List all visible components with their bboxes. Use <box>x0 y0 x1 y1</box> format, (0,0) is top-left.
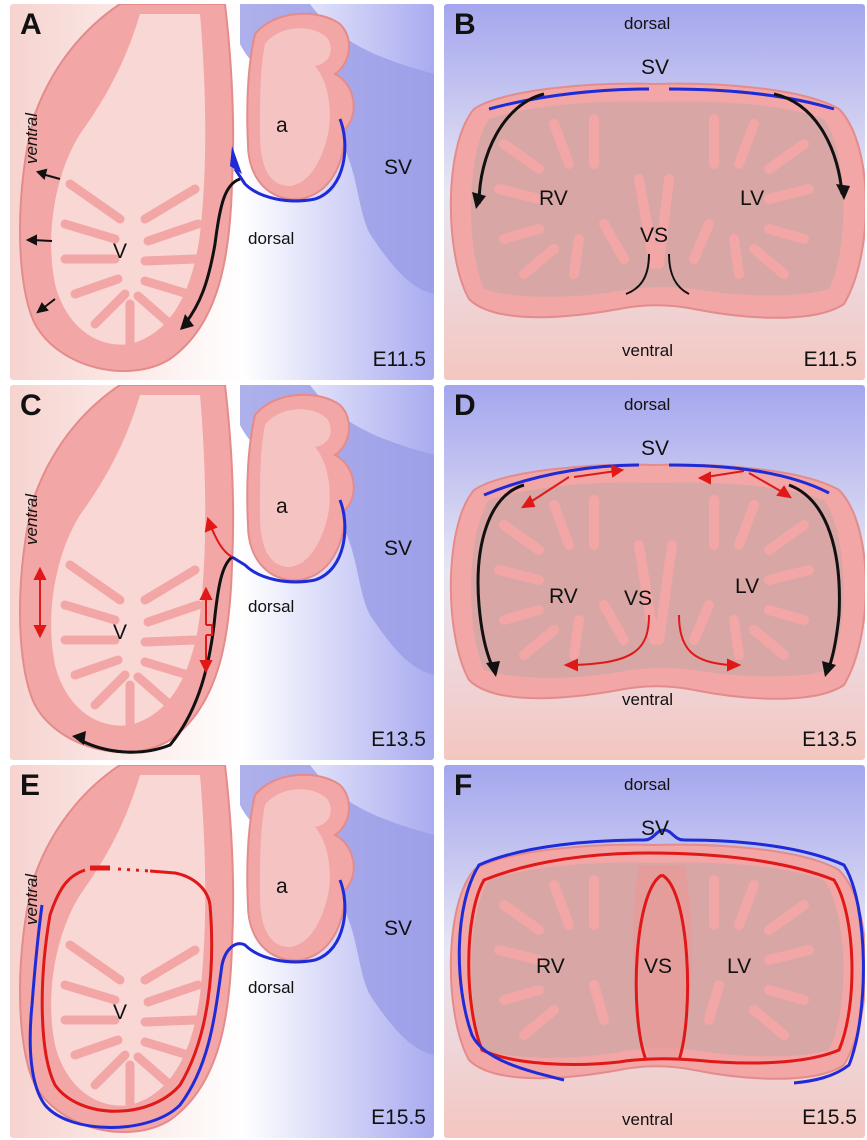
panel-f-letter: F <box>454 769 472 803</box>
panel-f-sinus-label: SV <box>641 817 669 841</box>
panel-d-ventral-label: ventral <box>622 690 673 710</box>
panel-a: A ventral V a SV dorsal E11.5 <box>10 4 434 380</box>
panel-f-dorsal-label: dorsal <box>624 775 670 795</box>
panel-d-sinus-label: SV <box>641 437 669 461</box>
panel-c-stage: E13.5 <box>371 728 426 752</box>
panel-e-ventricle-label: V <box>113 1001 127 1025</box>
panel-d-dorsal-label: dorsal <box>624 395 670 415</box>
panel-d-rv-label: RV <box>549 585 578 609</box>
panel-c-sinus-label: SV <box>384 537 412 561</box>
panel-c-dorsal-label: dorsal <box>248 597 294 617</box>
panel-b-lv-label: LV <box>740 187 764 211</box>
panel-e-dorsal-label: dorsal <box>248 978 294 998</box>
panel-e-illustration <box>10 765 434 1138</box>
panel-a-illustration <box>10 4 434 380</box>
panel-b-stage: E11.5 <box>804 348 857 372</box>
panel-f-lv-label: LV <box>727 955 751 979</box>
panel-f-vs-label: VS <box>644 955 672 979</box>
panel-a-atrium-label: a <box>276 114 288 138</box>
panel-d-stage: E13.5 <box>802 728 857 752</box>
panel-d-lv-label: LV <box>735 575 759 599</box>
panel-b-dorsal-label: dorsal <box>624 14 670 34</box>
panel-a-ventral-label: ventral <box>22 113 42 164</box>
panel-b: B dorsal SV RV LV VS ventral E11.5 <box>444 4 865 380</box>
panel-d-letter: D <box>454 389 476 423</box>
panel-a-dorsal-label: dorsal <box>248 229 294 249</box>
panel-e-sinus-label: SV <box>384 917 412 941</box>
panel-e: E ventral V a SV dorsal E15.5 <box>10 765 434 1138</box>
panel-c-letter: C <box>20 389 42 423</box>
panel-a-letter: A <box>20 8 42 42</box>
panel-a-sinus-label: SV <box>384 156 412 180</box>
panel-c-atrium-label: a <box>276 495 288 519</box>
panel-c-ventricle-label: V <box>113 621 127 645</box>
panel-e-stage: E15.5 <box>371 1106 426 1130</box>
panel-f-rv-label: RV <box>536 955 565 979</box>
panel-c: C ventral V a SV dorsal E13.5 <box>10 385 434 760</box>
panel-c-illustration <box>10 385 434 760</box>
panel-d: D dorsal SV RV LV VS ventral E13.5 <box>444 385 865 760</box>
panel-b-rv-label: RV <box>539 187 568 211</box>
panel-c-ventral-label: ventral <box>22 494 42 545</box>
panel-f-ventral-label: ventral <box>622 1110 673 1130</box>
panel-e-atrium-label: a <box>276 875 288 899</box>
panel-a-ventricle-label: V <box>113 240 127 264</box>
panel-a-stage: E11.5 <box>373 348 426 372</box>
panel-b-vs-label: VS <box>640 224 668 248</box>
panel-f-stage: E15.5 <box>802 1106 857 1130</box>
panel-d-vs-label: VS <box>624 587 652 611</box>
panel-b-ventral-label: ventral <box>622 341 673 361</box>
panel-e-ventral-label: ventral <box>22 874 42 925</box>
panel-b-sinus-label: SV <box>641 56 669 80</box>
panel-e-letter: E <box>20 769 40 803</box>
panel-f: F dorsal SV RV LV VS ventral E15.5 <box>444 765 865 1138</box>
panel-b-letter: B <box>454 8 476 42</box>
